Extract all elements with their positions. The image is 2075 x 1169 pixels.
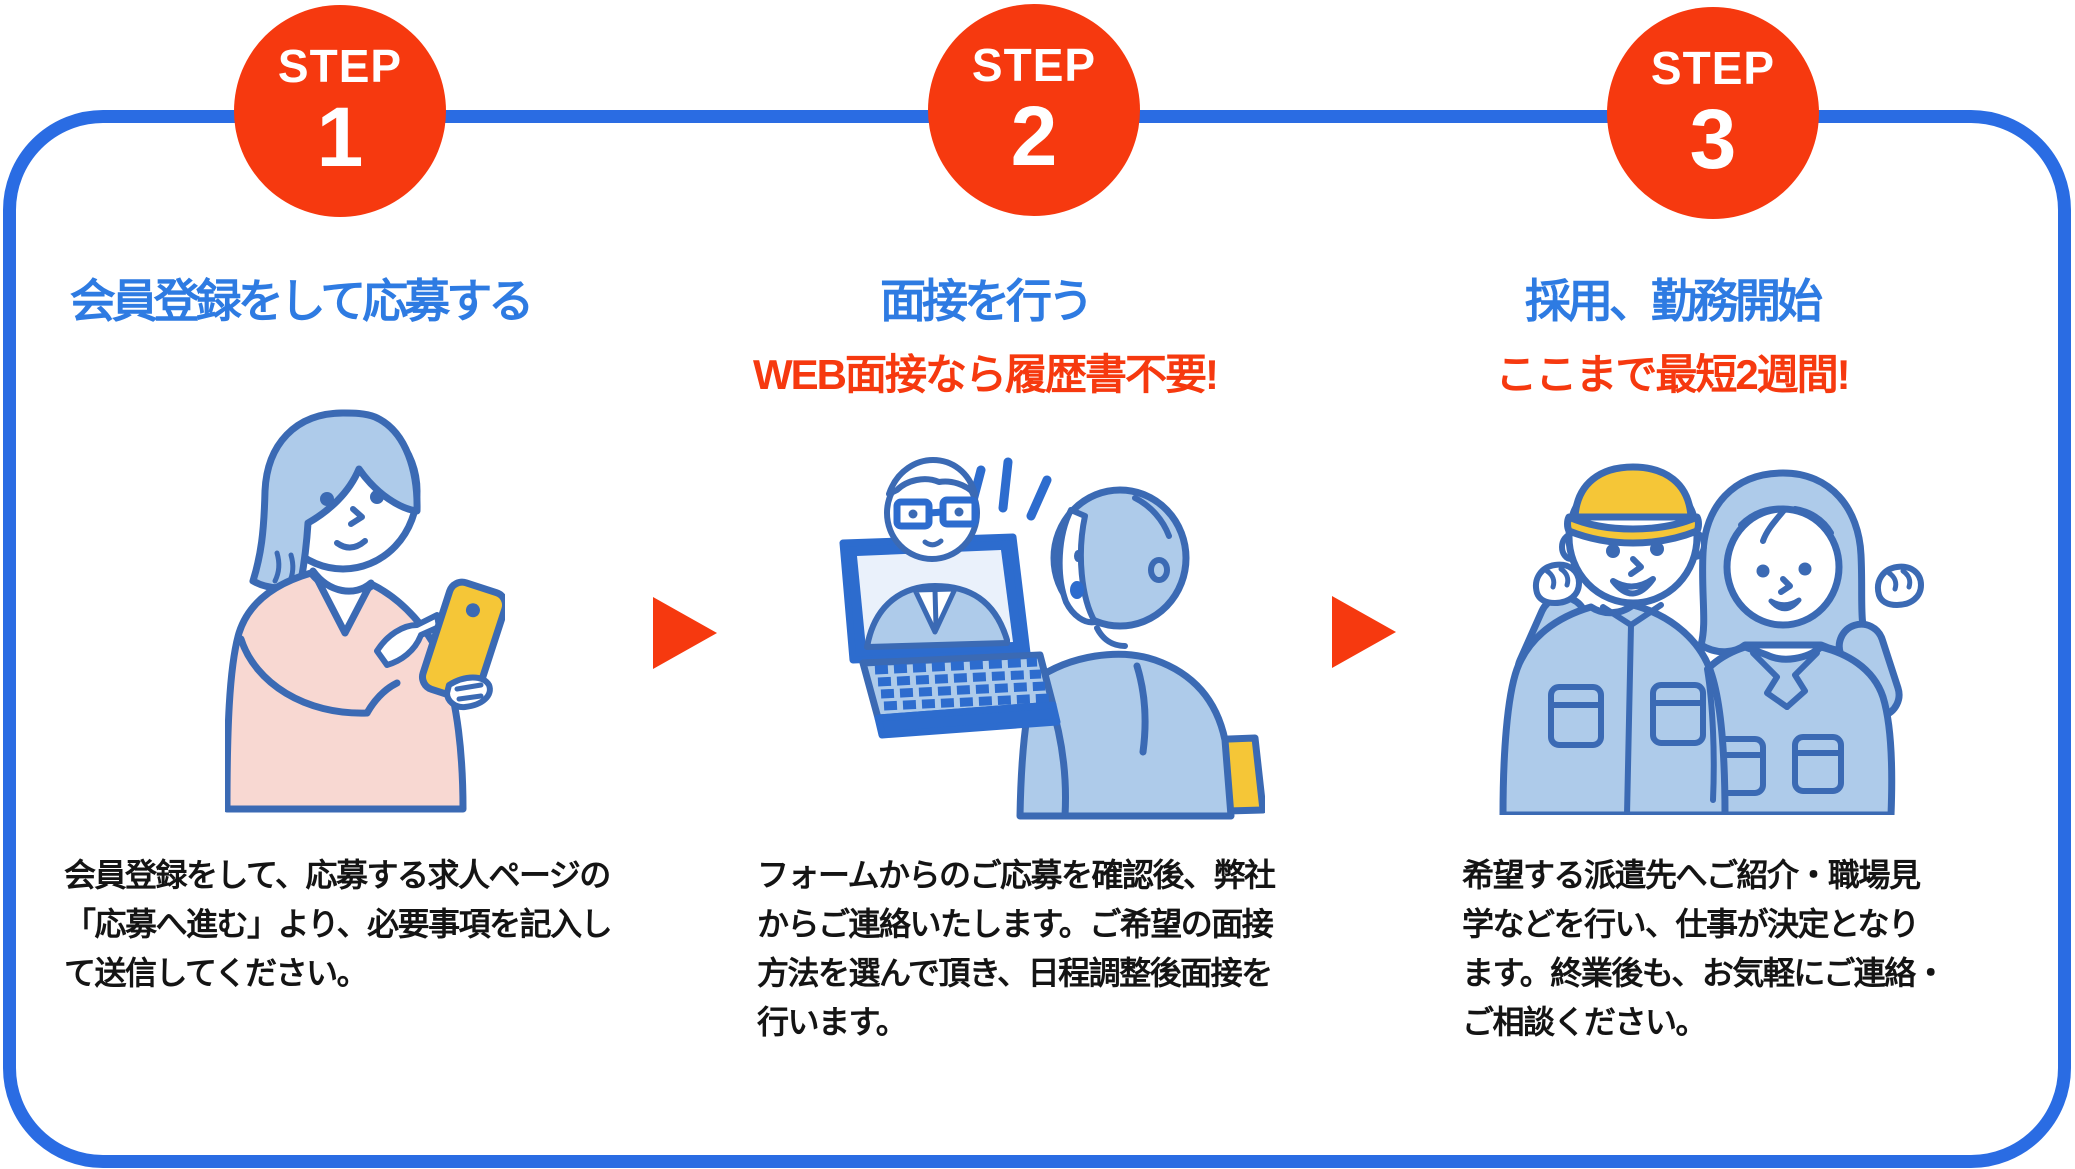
step3-description-line: 希望する派遣先へご紹介・職場見 [1462,857,1921,893]
step3-subtitle: ここまで最短2週間! [1495,351,1850,398]
step1-description: 会員登録をして、応募する求人ページの 「応募へ進む」より、必要事項を記入し て送… [64,851,613,998]
step1-badge-label: STEP [277,40,403,92]
step2-description-line: からご連絡いたします。ご希望の面接 [757,906,1274,942]
illustration-two-workers-icon [1499,463,1924,815]
step2-description: フォームからのご応募を確認後、弊社 からご連絡いたします。ご希望の面接 方法を選… [757,851,1276,1047]
step1-description-line: 「応募へ進む」より、必要事項を記入し [64,906,613,942]
step3-description-line: 学などを行い、仕事が決定となり [1462,906,1920,942]
step2-description-line: 行います。 [757,1004,908,1040]
step1-badge-number: 1 [316,90,364,184]
step3-badge: STEP 3 [1607,7,1819,219]
step2-subtitle: WEB面接なら履歴書不要! [753,351,1219,398]
step1-badge: STEP 1 [234,5,446,217]
step2-description-line: 方法を選んで頂き、日程調整後面接を [757,955,1273,991]
step1-description-line: 会員登録をして、応募する求人ページの [64,857,611,893]
step3-badge-label: STEP [1650,42,1776,94]
arrow-right-icon [653,597,717,669]
notice-marks-icon [965,457,1052,521]
step1-description-line: て送信してください。 [64,955,369,991]
step2-badge-label: STEP [971,39,1097,91]
arrow-right-icon [1332,596,1396,668]
step2-badge-number: 2 [1010,89,1058,183]
step3-description-line: ます。終業後も、お気軽にご連絡・ [1462,955,1947,991]
illustration-web-interview-icon [839,457,1265,820]
step3-description: 希望する派遣先へご紹介・職場見 学などを行い、仕事が決定となり ます。終業後も、… [1462,851,1947,1047]
illustration-woman-smartphone-icon [225,409,505,813]
step3-title: 採用、勤務開始 [1525,275,1823,327]
step1-title: 会員登録をして応募する [69,275,535,327]
step2-description-line: フォームからのご応募を確認後、弊社 [757,857,1276,893]
step3-badge-number: 3 [1689,92,1737,186]
step2-badge: STEP 2 [928,4,1140,216]
step3-description-line: ご相談ください。 [1462,1004,1708,1040]
step2-title: 面接を行う [880,275,1094,327]
